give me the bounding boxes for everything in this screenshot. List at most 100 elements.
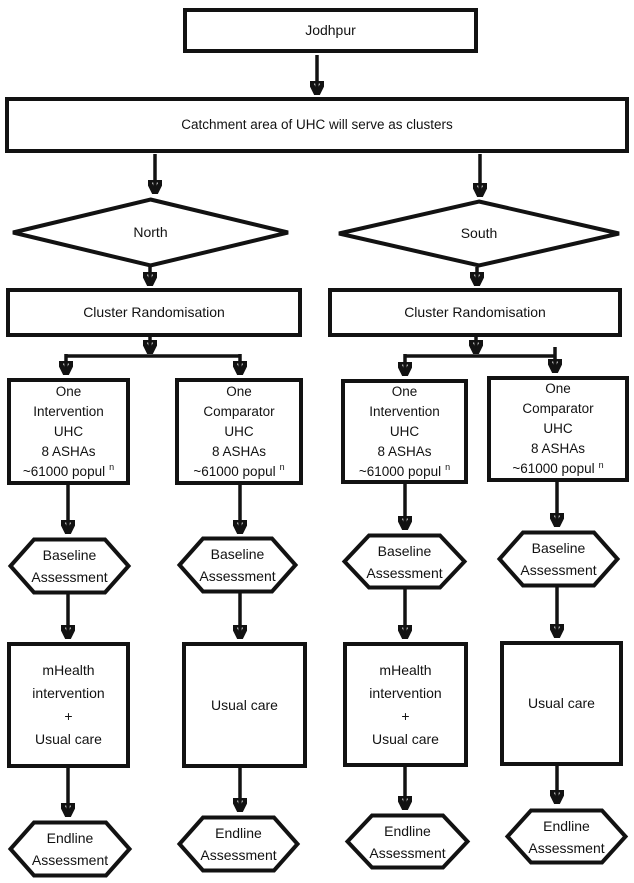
jodhpur-box: Jodhpur: [183, 8, 478, 53]
care-line: mHealth: [379, 661, 432, 678]
endline-line: Assessment: [200, 847, 277, 863]
catchment-box: Catchment area of UHC will serve as clus…: [5, 97, 629, 153]
cluster-randomisation-label: Cluster Randomisation: [83, 304, 225, 321]
endline-line: Assessment: [528, 839, 605, 856]
arm-line: UHC: [543, 421, 573, 436]
population-text: ~61000 popul: [358, 463, 442, 479]
baseline-line: Baseline: [531, 540, 586, 556]
care-text: mHealth intervention + Usual care: [32, 659, 104, 751]
baseline-assessment-hexagon-3: Baseline Assessment: [341, 533, 468, 590]
arm-line: 8 ASHAs: [211, 443, 266, 459]
intervention-uhc-box-north: One Intervention UHC 8 ASHAs ~61000 popu…: [7, 378, 130, 485]
hexagon-shape: [176, 815, 301, 873]
baseline-line: Assessment: [520, 562, 597, 578]
endline-text: Endline Assessment: [32, 827, 108, 871]
baseline-assessment-hexagon-2: Baseline Assessment: [176, 536, 299, 594]
arm-text: One Intervention UHC 8 ASHAs ~61000 popu…: [359, 382, 450, 482]
arm-line: Intervention: [369, 403, 440, 419]
population-text: ~61000 popul: [512, 461, 595, 476]
baseline-text: Baseline Assessment: [520, 537, 596, 581]
north-diamond: North: [8, 197, 293, 268]
arm-line: One: [55, 383, 82, 399]
endline-line: Endline: [215, 825, 262, 841]
care-line: intervention: [369, 684, 442, 701]
care-line: intervention: [32, 685, 105, 701]
arm-line: One: [226, 383, 252, 399]
south-diamond-shape: [338, 199, 620, 268]
south-label: South: [460, 225, 498, 242]
baseline-assessment-hexagon-4: Baseline Assessment: [496, 530, 621, 588]
arm-line: One: [391, 383, 418, 399]
endline-assessment-hexagon-4: Endline Assessment: [504, 808, 629, 865]
care-text: mHealth intervention + Usual care: [369, 659, 441, 751]
care-line: +: [64, 708, 73, 724]
endline-text: Endline Assessment: [200, 822, 276, 866]
endline-line: Endline: [46, 830, 94, 846]
arm-line: Intervention: [33, 403, 104, 419]
arm-text: One Intervention UHC 8 ASHAs ~61000 popu…: [23, 382, 114, 482]
endline-line: Assessment: [31, 852, 109, 868]
intervention-uhc-box-south: One Intervention UHC 8 ASHAs ~61000 popu…: [341, 379, 468, 484]
population-superscript: n: [598, 459, 604, 470]
endline-line: Assessment: [369, 844, 446, 861]
population-text: ~61000 popul: [22, 463, 106, 479]
baseline-text: Baseline Assessment: [199, 543, 275, 587]
arm-line: UHC: [389, 423, 420, 439]
cluster-randomisation-box-south: Cluster Randomisation: [328, 288, 622, 337]
hexagon-shape: [344, 813, 471, 870]
care-text: Usual care: [211, 694, 278, 717]
endline-assessment-hexagon-3: Endline Assessment: [344, 813, 471, 870]
arm-line: One: [545, 381, 571, 396]
endline-assessment-hexagon-2: Endline Assessment: [176, 815, 301, 873]
arm-line: UHC: [53, 423, 84, 439]
hexagon-shape: [341, 533, 468, 590]
population-superscript: n: [445, 462, 451, 472]
arm-line: UHC: [224, 423, 254, 439]
baseline-line: Assessment: [366, 564, 443, 581]
arm-line: Comparator: [522, 401, 594, 416]
population-superscript: n: [279, 462, 285, 472]
hexagon-shape: [504, 808, 629, 865]
hexagon-shape: [496, 530, 621, 588]
baseline-line: Assessment: [199, 568, 276, 584]
baseline-assessment-hexagon-1: Baseline Assessment: [7, 537, 132, 595]
endline-text: Endline Assessment: [528, 815, 604, 859]
baseline-line: Baseline: [42, 547, 97, 563]
hexagon-shape: [7, 820, 133, 878]
baseline-line: Baseline: [377, 542, 432, 559]
endline-line: Endline: [543, 817, 590, 834]
care-line: mHealth: [42, 662, 95, 678]
endline-line: Endline: [384, 822, 431, 839]
cluster-randomisation-box-north: Cluster Randomisation: [6, 288, 302, 337]
care-line: +: [401, 707, 410, 724]
population-superscript: n: [109, 462, 115, 472]
arm-line: 8 ASHAs: [530, 441, 585, 456]
hexagon-shape: [176, 536, 299, 594]
north-label: North: [133, 224, 168, 241]
care-line: Usual care: [528, 695, 595, 711]
baseline-text: Baseline Assessment: [31, 544, 107, 588]
jodhpur-label: Jodhpur: [305, 22, 356, 39]
catchment-label: Catchment area of UHC will serve as clus…: [181, 117, 453, 133]
baseline-line: Baseline: [210, 546, 265, 562]
arm-line: 8 ASHAs: [41, 443, 96, 459]
care-line: Usual care: [372, 730, 439, 747]
usual-care-box-4: Usual care: [500, 641, 623, 766]
mhealth-intervention-box-3: mHealth intervention + Usual care: [343, 642, 468, 767]
arm-line: 8 ASHAs: [377, 443, 432, 459]
south-diamond: South: [334, 199, 624, 268]
care-line: Usual care: [35, 731, 102, 747]
baseline-line: Assessment: [31, 569, 108, 585]
cluster-randomisation-label: Cluster Randomisation: [404, 304, 546, 321]
baseline-text: Baseline Assessment: [366, 540, 442, 584]
usual-care-box-2: Usual care: [182, 642, 307, 768]
